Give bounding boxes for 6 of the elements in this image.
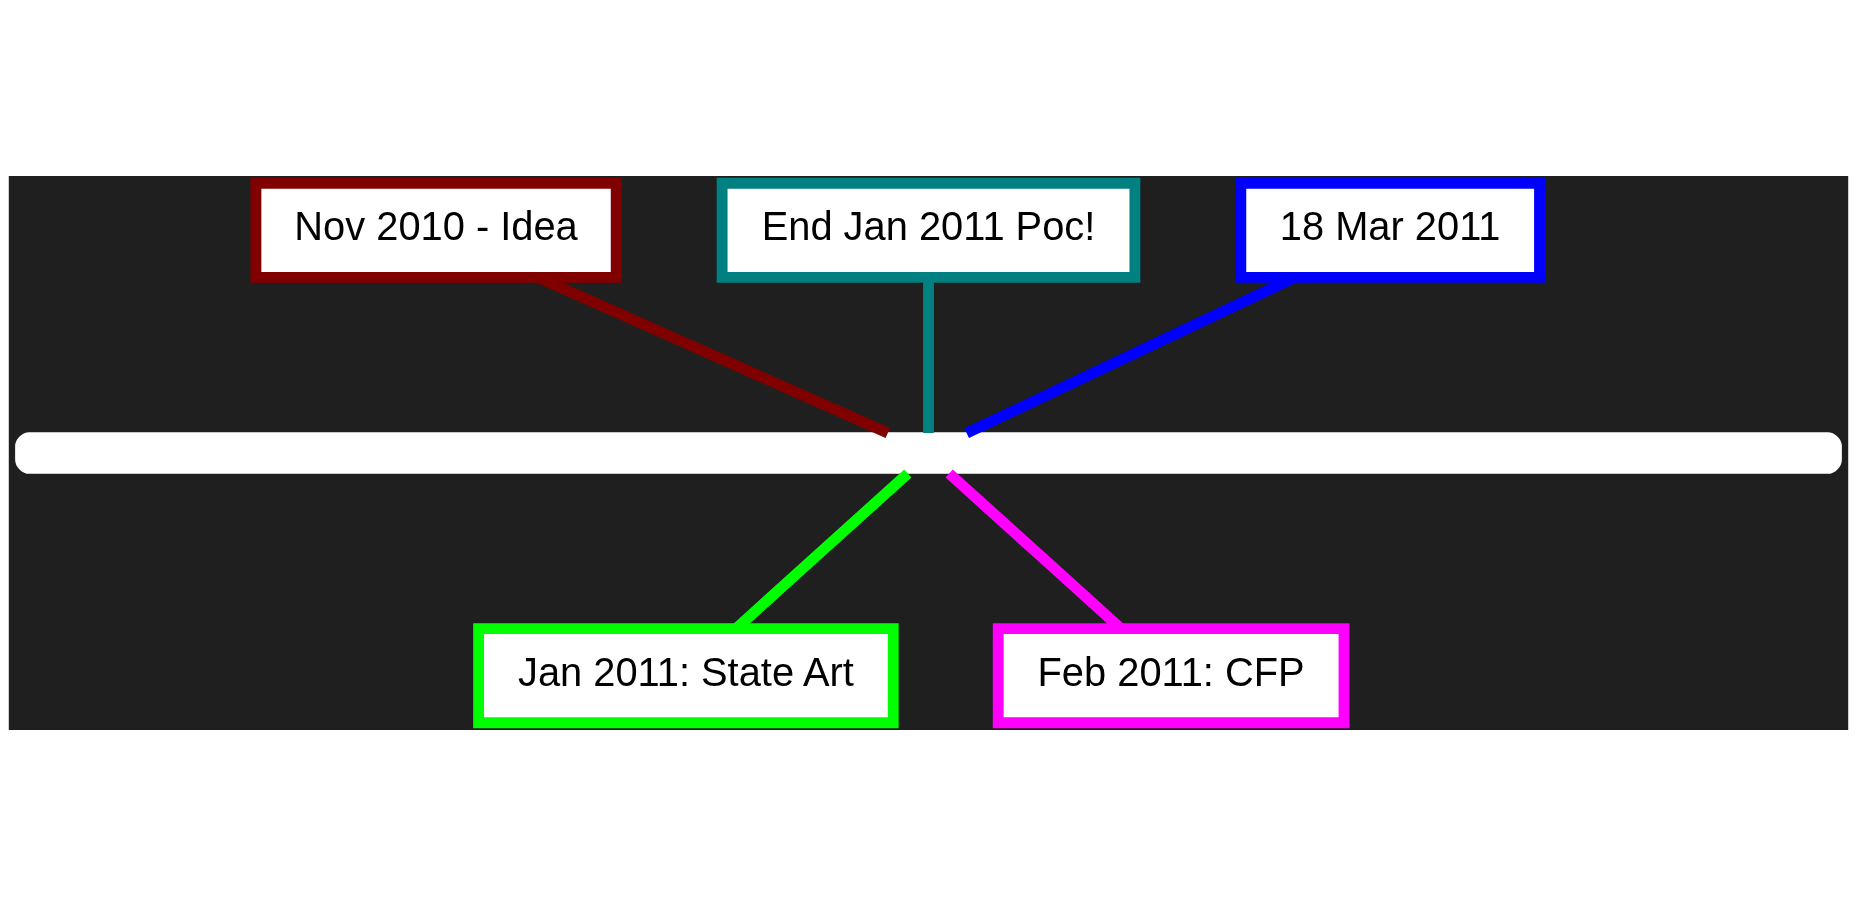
node-box: Nov 2010 - Idea: [250, 177, 622, 283]
node-box: Feb 2011: CFP: [992, 622, 1350, 728]
node-bar: [15, 431, 1842, 474]
node-box: 18 Mar 2011: [1235, 177, 1545, 283]
node-box: End Jan 2011 Poc!: [716, 177, 1141, 283]
node-box: Jan 2011: State Art: [473, 622, 899, 728]
